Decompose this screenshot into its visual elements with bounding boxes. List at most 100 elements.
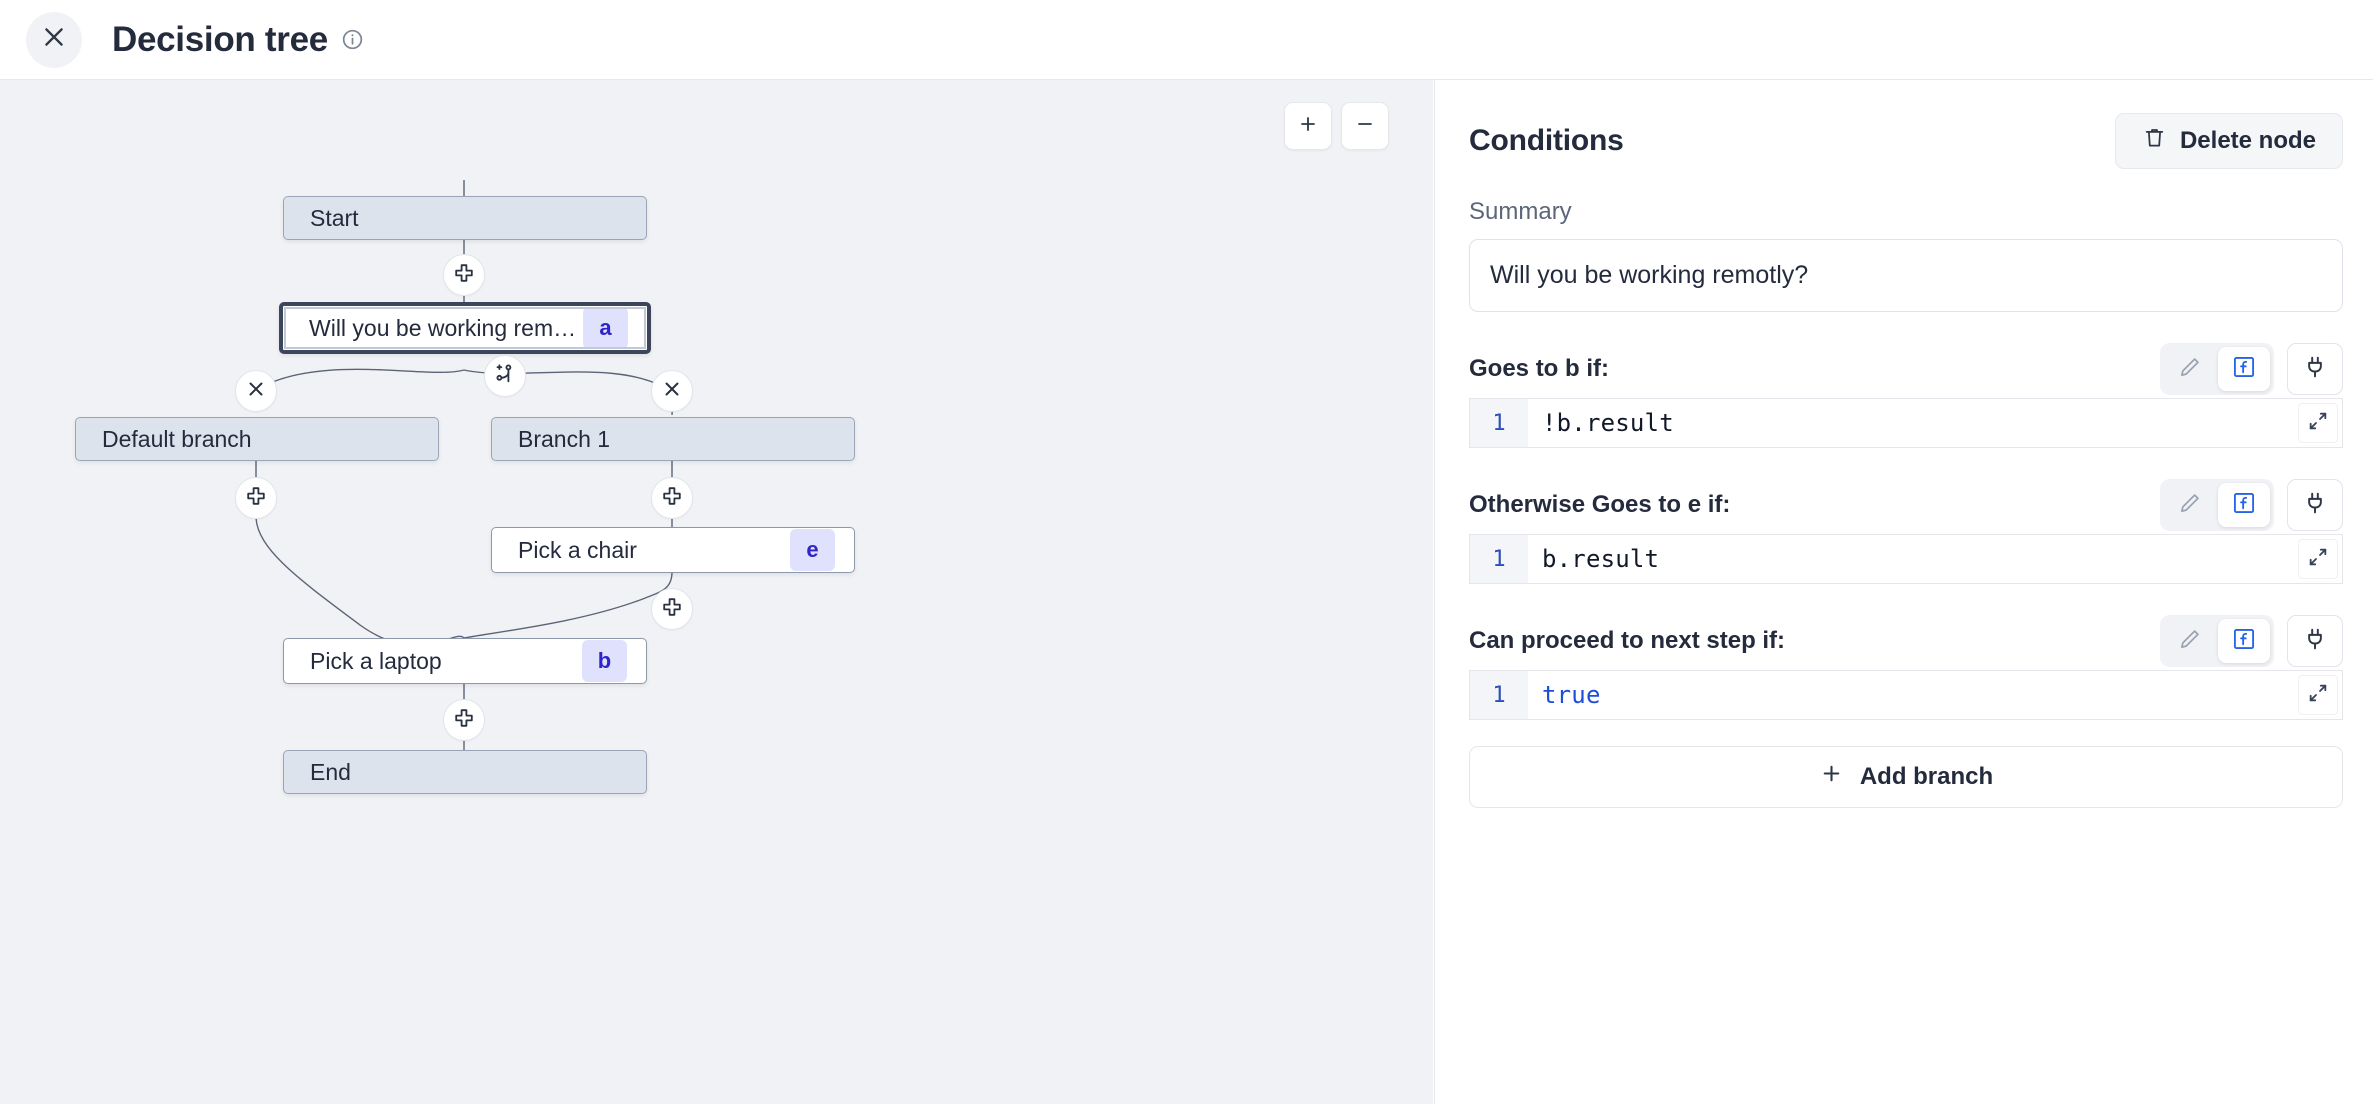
flow-node-label: Default branch	[102, 425, 252, 452]
insert-node-button[interactable]	[235, 477, 277, 519]
zoom-out-button[interactable]	[1341, 102, 1389, 150]
flow-node-start[interactable]: Start	[283, 196, 647, 240]
insert-node-button[interactable]	[443, 254, 485, 296]
flow-node-default-branch[interactable]: Default branch	[75, 417, 439, 461]
condition-header: Goes to b if:	[1469, 343, 2343, 395]
flow-node-branch-1[interactable]: Branch 1	[491, 417, 855, 461]
function-mode-button[interactable]	[2218, 619, 2270, 663]
close-icon	[41, 24, 67, 55]
flow-canvas[interactable]: Start Will you be working remotly? a Def…	[0, 80, 1433, 1104]
flow-node-label: Will you be working remotly?	[309, 314, 583, 341]
add-branch-button[interactable]: Add branch	[1469, 746, 2343, 808]
flow-edges	[252, 180, 676, 750]
code-value[interactable]: true	[1542, 681, 1601, 709]
insert-node-button[interactable]	[651, 477, 693, 519]
pencil-icon	[2177, 490, 2203, 521]
close-icon	[660, 377, 684, 406]
line-number: 1	[1470, 671, 1528, 719]
expand-icon	[2307, 682, 2329, 709]
condition-actions	[2160, 343, 2343, 395]
condition-block: Goes to b if:	[1469, 343, 2343, 448]
code-value[interactable]: !b.result	[1542, 409, 1674, 437]
flow-node-label: Pick a laptop	[310, 647, 442, 674]
editor-mode-toggle	[2160, 615, 2274, 667]
trash-icon	[2142, 125, 2167, 157]
insert-node-button[interactable]	[443, 699, 485, 741]
function-mode-button[interactable]	[2218, 347, 2270, 391]
close-button[interactable]	[26, 11, 82, 68]
condition-actions	[2160, 615, 2343, 667]
plug-icon	[2302, 626, 2328, 657]
condition-block: Otherwise Goes to e if:	[1469, 479, 2343, 584]
zoom-in-button[interactable]	[1284, 102, 1332, 150]
expand-editor-button[interactable]	[2298, 403, 2338, 443]
plus-icon	[244, 484, 268, 513]
node-badge: b	[582, 640, 627, 682]
pencil-mode-button[interactable]	[2164, 619, 2216, 663]
plus-icon	[660, 595, 684, 624]
info-icon[interactable]	[341, 28, 364, 51]
panel-header: Conditions Delete node	[1469, 113, 2343, 169]
connect-plug-button[interactable]	[2287, 479, 2343, 531]
expand-editor-button[interactable]	[2298, 539, 2338, 579]
pencil-mode-button[interactable]	[2164, 483, 2216, 527]
page-title: Decision tree	[112, 19, 328, 59]
remove-branch-button-right[interactable]	[651, 370, 693, 412]
condition-actions	[2160, 479, 2343, 531]
condition-block: Can proceed to next step if:	[1469, 615, 2343, 720]
remove-branch-button-left[interactable]	[235, 370, 277, 412]
function-mode-button[interactable]	[2218, 483, 2270, 527]
flow-node-label: Branch 1	[518, 425, 611, 452]
summary-input[interactable]	[1469, 239, 2343, 312]
plus-icon	[1819, 761, 1844, 793]
add-branch-handle[interactable]	[484, 355, 526, 397]
flow-node-pick-a-laptop[interactable]: Pick a laptop b	[283, 638, 647, 684]
code-value[interactable]: b.result	[1542, 545, 1660, 573]
connect-plug-button[interactable]	[2287, 343, 2343, 395]
connect-plug-button[interactable]	[2287, 615, 2343, 667]
panel-title: Conditions	[1469, 124, 1624, 157]
function-icon	[2231, 626, 2257, 657]
flow-node-question[interactable]: Will you be working remotly? a	[279, 302, 651, 354]
plus-icon	[452, 706, 476, 735]
minus-icon	[1354, 113, 1376, 140]
pencil-mode-button[interactable]	[2164, 347, 2216, 391]
plus-icon	[1297, 113, 1319, 140]
flow-node-end[interactable]: End	[283, 750, 647, 794]
condition-header: Can proceed to next step if:	[1469, 615, 2343, 667]
expand-editor-button[interactable]	[2298, 675, 2338, 715]
editor-mode-toggle	[2160, 479, 2274, 531]
close-icon	[244, 377, 268, 406]
plus-icon	[660, 484, 684, 513]
condition-label: Otherwise Goes to e if:	[1469, 491, 1731, 518]
plug-icon	[2302, 354, 2328, 385]
expand-icon	[2307, 410, 2329, 437]
plus-icon	[452, 261, 476, 290]
condition-label: Can proceed to next step if:	[1469, 627, 1786, 654]
flow-node-label: End	[310, 758, 351, 785]
flow-graph: Start Will you be working remotly? a Def…	[0, 80, 1433, 1104]
insert-node-button[interactable]	[651, 588, 693, 630]
zoom-controls	[1284, 102, 1389, 150]
code-editor-row[interactable]: 1 true	[1469, 670, 2343, 720]
app-header: Decision tree	[0, 0, 2373, 80]
flow-node-label: Start	[310, 204, 359, 231]
pencil-icon	[2177, 626, 2203, 657]
code-editor-row[interactable]: 1 !b.result	[1469, 398, 2343, 448]
conditions-panel: Conditions Delete node Summary Goes to b…	[1434, 80, 2373, 1104]
delete-node-button[interactable]: Delete node	[2114, 113, 2343, 169]
editor-mode-toggle	[2160, 343, 2274, 395]
function-icon	[2231, 490, 2257, 521]
line-number: 1	[1470, 535, 1528, 583]
node-badge: a	[583, 307, 628, 349]
delete-node-label: Delete node	[2179, 127, 2316, 154]
code-editor-row[interactable]: 1 b.result	[1469, 534, 2343, 584]
pencil-icon	[2177, 354, 2203, 385]
add-branch-label: Add branch	[1859, 763, 1994, 790]
expand-icon	[2307, 546, 2329, 573]
condition-label: Goes to b if:	[1469, 355, 1609, 382]
flow-node-pick-a-chair[interactable]: Pick a chair e	[491, 527, 855, 573]
node-badge: e	[790, 529, 835, 571]
function-icon	[2231, 354, 2257, 385]
flow-node-label: Pick a chair	[518, 536, 637, 563]
